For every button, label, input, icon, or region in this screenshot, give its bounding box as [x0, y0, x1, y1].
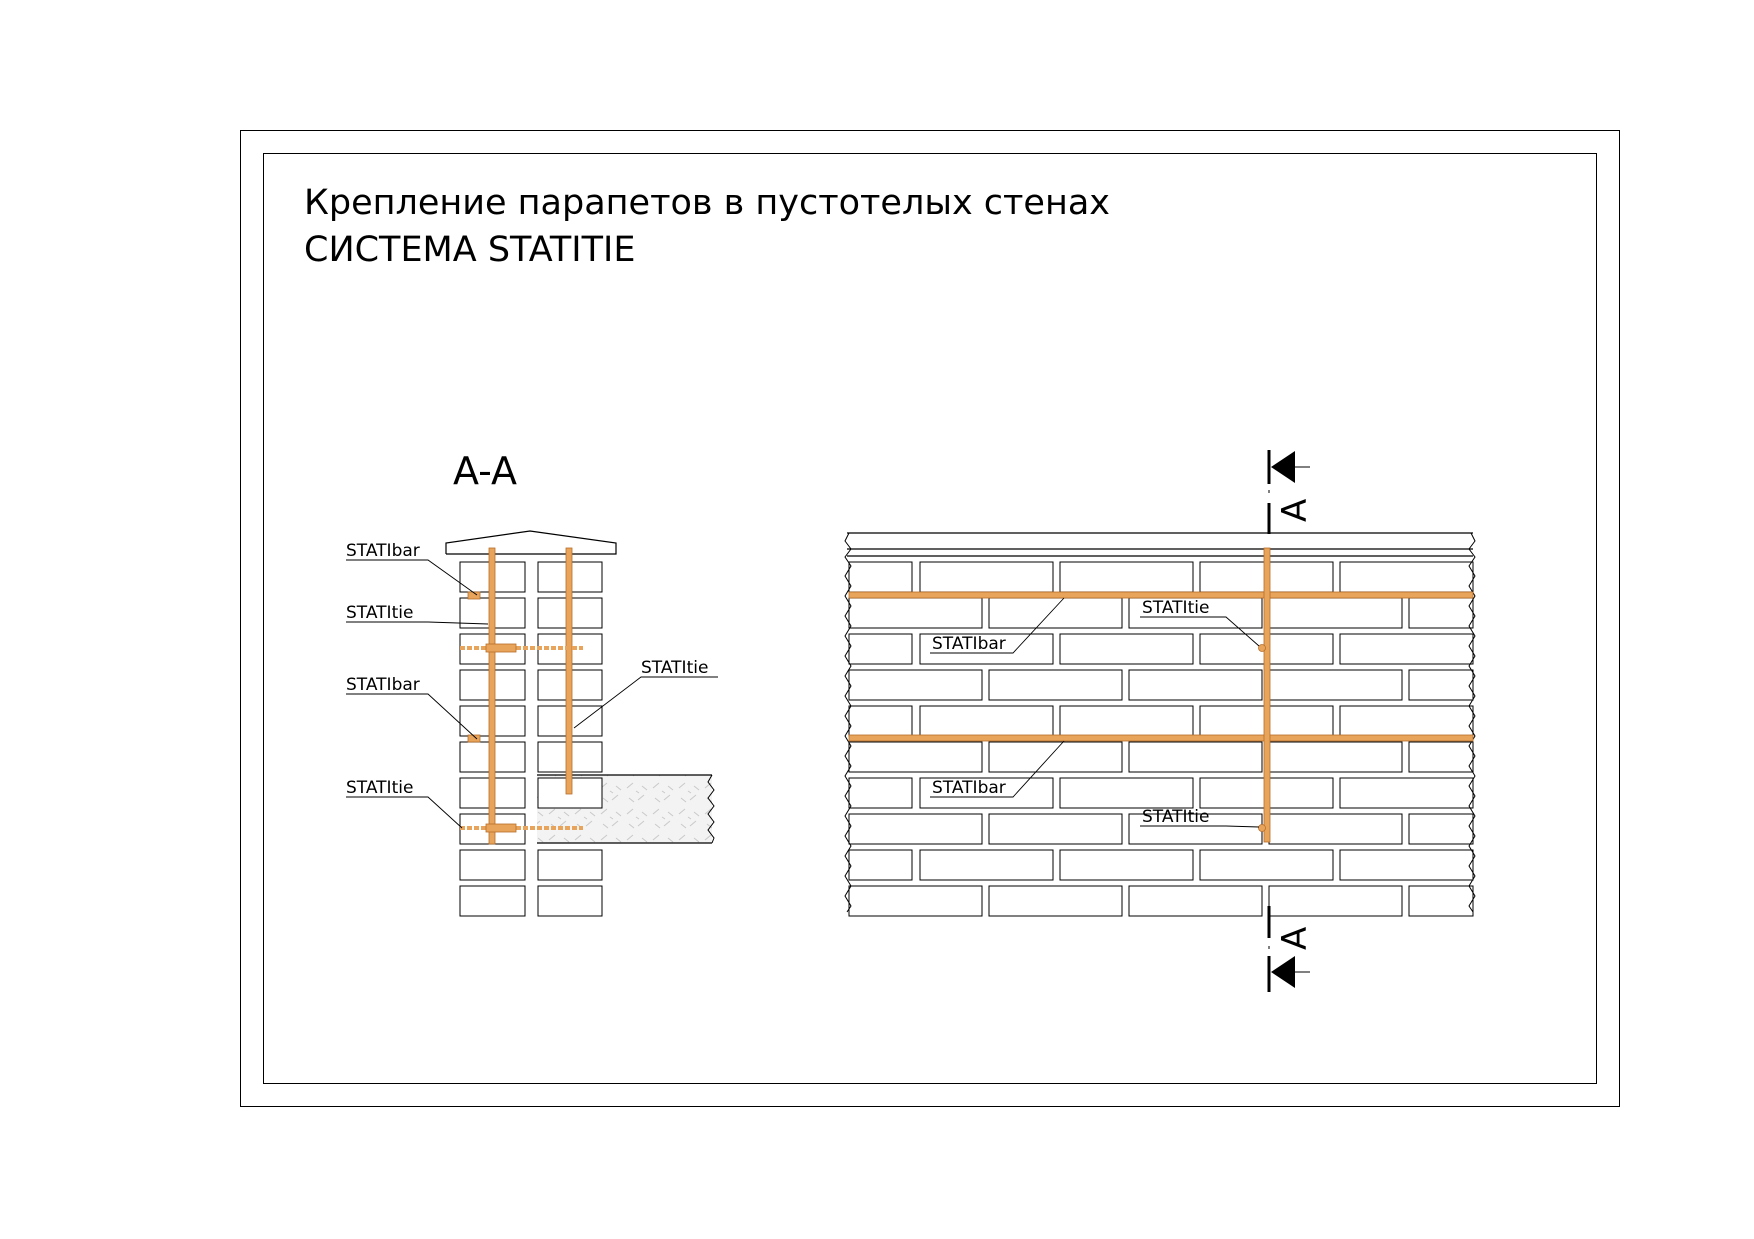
statibar-vertical-rod: [1263, 547, 1271, 843]
elevation-brick: [988, 813, 1123, 845]
elevation-brick: [1059, 633, 1194, 665]
drawing-subtitle: СИСТЕМА STATITIE: [304, 230, 636, 270]
elevation-brick: [1059, 561, 1194, 593]
section-callouts: [346, 559, 718, 829]
elevation-brick-half: [848, 633, 913, 665]
drawing-title: Крепление парапетов в пустотелых стенах: [304, 183, 1111, 223]
label-statitie-3: STATItie: [641, 658, 708, 678]
elevation-break-right: [1468, 532, 1476, 913]
elevation-brick: [1339, 561, 1474, 593]
label-statitie-elev-2: STATItie: [1142, 807, 1209, 827]
bar-clip-lower: [467, 734, 481, 743]
elevation-brick-half: [848, 561, 913, 593]
elevation-brick: [1268, 741, 1403, 773]
elevation-brick: [919, 561, 1054, 593]
elevation-brick: [1339, 633, 1474, 665]
elevation-brick: [1268, 669, 1403, 701]
section-mark-bottom: A: [1275, 927, 1315, 950]
label-statibar-elev-2: STATIbar: [932, 778, 1006, 798]
elevation-brick: [848, 813, 983, 845]
section-mark-top: A: [1275, 499, 1315, 522]
elevation-brick: [1268, 813, 1403, 845]
elevation-brick-half: [848, 777, 913, 809]
elevation-brick-half: [1408, 741, 1474, 773]
statibar-rod-outer: [488, 547, 496, 845]
coping-cap: [445, 530, 617, 555]
elevation-brick: [988, 669, 1123, 701]
section-brick-inner: [537, 885, 603, 917]
label-statibar-elev-1: STATIbar: [932, 634, 1006, 654]
elevation-brick: [919, 705, 1054, 737]
section-brick-wythes: [459, 561, 603, 917]
statibar-bed-joint-upper: [848, 591, 1474, 599]
slab-break-line: [707, 774, 715, 844]
elevation-brick-half: [1408, 669, 1474, 701]
elevation-brick: [848, 885, 983, 917]
elevation-brick-half: [848, 849, 913, 881]
elevation-brick: [988, 597, 1123, 629]
elevation-brick: [848, 669, 983, 701]
statibar-rod-inner: [565, 547, 573, 795]
elevation-brick-half: [848, 705, 913, 737]
elevation-callouts: [930, 597, 1260, 828]
elevation-brick: [1268, 597, 1403, 629]
elevation-brick: [1199, 849, 1334, 881]
section-view: A-A STATIbar STATItie STATIbar STATIti: [346, 449, 718, 917]
elevation-brick: [919, 777, 1054, 809]
statitie-point-lower: [1258, 824, 1266, 832]
elevation-brick: [1128, 741, 1263, 773]
elevation-brick: [1128, 885, 1263, 917]
tie-clip-upper: [485, 643, 517, 653]
label-statitie-2: STATItie: [346, 778, 413, 798]
section-brick-outer: [459, 849, 526, 881]
elevation-brick: [988, 885, 1123, 917]
label-statibar-1: STATIbar: [346, 541, 420, 561]
section-title: A-A: [453, 449, 517, 493]
elevation-brick-half: [1408, 597, 1474, 629]
elevation-break-left: [844, 532, 852, 913]
elevation-brick: [1128, 669, 1263, 701]
elevation-brick: [1339, 705, 1474, 737]
section-cut-marker-top: A: [1267, 450, 1315, 534]
section-brick-outer: [459, 885, 526, 917]
label-statitie-1: STATItie: [346, 603, 413, 623]
tie-clip-lower: [485, 823, 517, 833]
statitie-point-upper: [1258, 644, 1266, 652]
bar-clip-upper: [467, 591, 481, 600]
statibar-bed-joint-lower: [848, 734, 1474, 742]
elevation-brick: [848, 597, 983, 629]
elevation-brick: [919, 633, 1054, 665]
elevation-brick: [988, 741, 1123, 773]
label-statitie-elev-1: STATItie: [1142, 598, 1209, 618]
section-brick-inner: [537, 849, 603, 881]
elevation-brick: [919, 849, 1054, 881]
elevation-brick: [1059, 777, 1194, 809]
elevation-brick: [1128, 813, 1263, 845]
elevation-brick-half: [1408, 885, 1474, 917]
elevation-brick: [1339, 777, 1474, 809]
elevation-brick: [1339, 849, 1474, 881]
elevation-brick: [848, 741, 983, 773]
elevation-view: A A STATItie STATItie STATIbar STATIbar: [844, 450, 1476, 992]
elevation-brick: [1268, 885, 1403, 917]
elevation-brick: [1059, 849, 1194, 881]
elevation-brick: [1128, 597, 1263, 629]
label-statibar-2: STATIbar: [346, 675, 420, 695]
section-cut-marker-bottom: A: [1267, 906, 1315, 992]
drawing-outer-frame: [240, 130, 1620, 1107]
elevation-brick: [1059, 705, 1194, 737]
elevation-brick-half: [1408, 813, 1474, 845]
drawing-inner-frame: [263, 153, 1597, 1084]
